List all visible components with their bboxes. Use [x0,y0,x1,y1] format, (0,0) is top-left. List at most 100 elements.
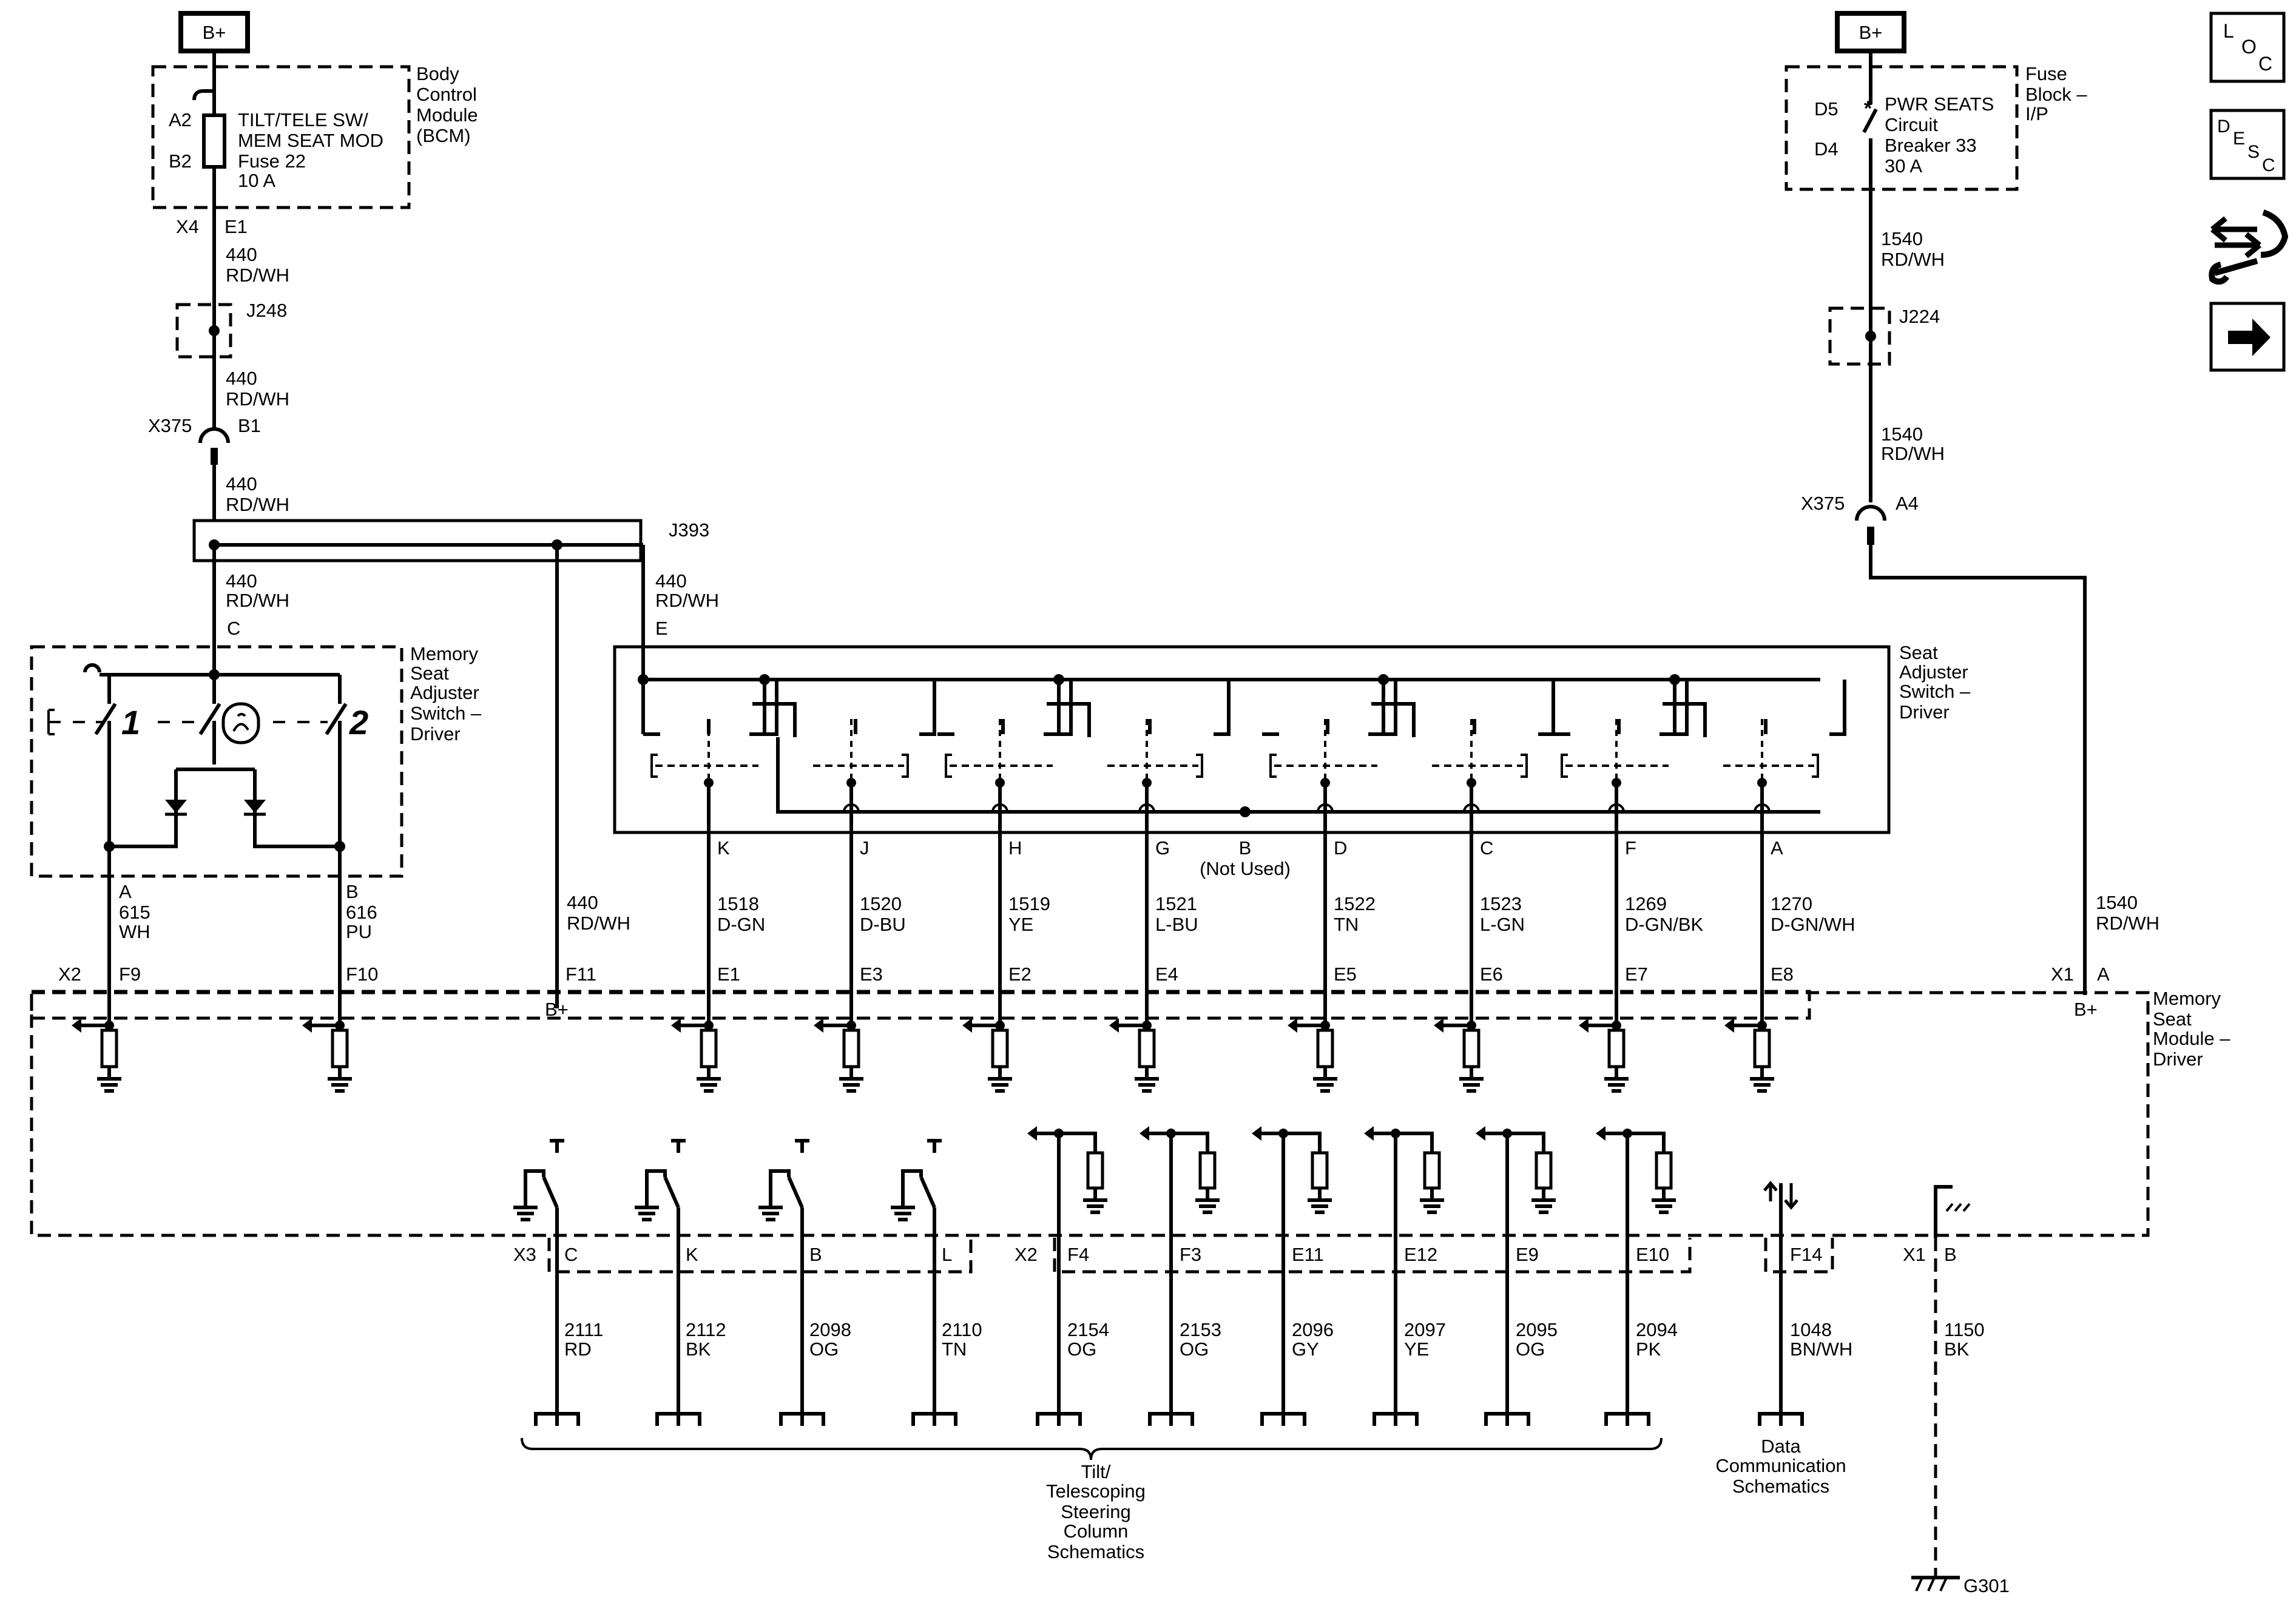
seat-pin-letter: J [860,837,869,859]
svg-text:C: C [2258,53,2272,75]
tools-icon[interactable] [2209,209,2289,285]
svg-text:Telescoping: Telescoping [1046,1480,1146,1502]
svg-text:440: 440 [226,473,257,495]
svg-text:X2: X2 [1015,1244,1038,1265]
x2-pin: E10 [1636,1244,1669,1265]
svg-text:D5: D5 [1814,98,1838,120]
seat-pin-circuit: 1520 [860,893,902,914]
x3-circuit: 2112 [686,1319,726,1340]
circuit-breaker-icon [1862,67,1878,189]
pin-e1: E1 [225,216,248,237]
svg-text:Tilt/: Tilt/ [1081,1461,1111,1482]
memory-button-1[interactable]: 1 [121,703,140,741]
seat-pin-circuit: 1521 [1155,893,1197,914]
svg-text:615: 615 [119,902,150,923]
svg-text:TILT/TELE SW/: TILT/TELE SW/ [238,109,368,130]
memory-button-2[interactable]: 2 [349,703,368,741]
svg-text:Seat: Seat [1899,642,1938,663]
seat-pin-letter: G [1155,837,1170,859]
x2-circuit: 2096 [1292,1319,1334,1340]
fuse-22-label: TILT/TELE SW/ MEM SEAT MOD Fuse 22 10 A [238,109,383,191]
j248-label: J248 [246,300,287,321]
seat-pin-color: L-BU [1155,914,1198,935]
svg-text:1540: 1540 [2096,892,2138,913]
x2-pin-label: E3 [860,964,883,985]
x2-pin: E9 [1516,1244,1539,1265]
seat-pin-circuit: 1269 [1625,893,1667,914]
ground-line: X1 B 1150 BK G301 [1903,1185,2010,1596]
input-sense-7 [1288,1008,1337,1093]
x2-color: OG [1067,1338,1096,1360]
svg-text:440: 440 [226,570,257,592]
svg-text:Switch –: Switch – [410,703,482,724]
x2-pin-label: E6 [1480,964,1503,985]
svg-text:B+: B+ [545,999,569,1020]
seat-pin-color: L-GN [1480,914,1525,935]
x2-pin: E12 [1404,1244,1437,1265]
svg-text:RD/WH: RD/WH [1881,443,1945,464]
x2-pin-label: E7 [1625,964,1648,985]
seat-switch-pins: K1518D-GNE1J1520D-BUE3H1519YEE2G1521L-BU… [704,719,1855,1025]
svg-text:RD/WH: RD/WH [655,590,719,611]
svg-text:440: 440 [226,368,257,389]
b-plus-right: B+ [1835,11,1906,53]
x375-a4-connector [1855,505,1886,521]
x2-color: PK [1636,1338,1661,1360]
memory-module-box [30,991,2150,1237]
desc-button[interactable]: D E S C [2209,109,2286,180]
diode-right-icon [244,800,266,813]
bcm-label: Body Control Module (BCM) [416,63,478,146]
svg-text:Block –: Block – [2025,84,2087,105]
input-sense-4 [814,1008,863,1093]
svg-text:Memory: Memory [410,643,478,664]
seat-pin-color: D-BU [860,914,906,935]
svg-text:Switch –: Switch – [1899,681,1971,702]
svg-text:Module: Module [416,104,478,126]
seat-pin-letter: H [1008,837,1022,859]
svg-text:L: L [2223,20,2234,42]
input-sense-6 [1109,1008,1159,1093]
pin-b-unused: B [1239,837,1252,859]
svg-text:Data: Data [1761,1436,1801,1457]
x2-circuit: 2095 [1516,1319,1558,1340]
input-sense-9 [1579,1008,1629,1093]
svg-text:WH: WH [119,921,150,942]
svg-text:A4: A4 [1896,493,1919,514]
svg-text:B1: B1 [238,415,261,436]
x375-b1-connector [198,427,230,444]
memory-switch-box [30,645,403,878]
breaker-33-label: PWR SEATS Circuit Breaker 33 30 A [1885,93,1994,177]
seat-switch-contacts [643,674,1846,778]
svg-text:X1: X1 [1903,1244,1926,1265]
input-sense-2 [302,1008,352,1093]
ground-g301-label: G301 [1963,1575,2010,1596]
pin-b2: B2 [169,150,192,172]
memory-set-icon[interactable] [221,702,260,744]
loc-button[interactable]: L O C [2209,12,2286,83]
memory-switch-label: Memory Seat Adjuster Switch – Driver [410,643,482,744]
svg-text:X375: X375 [1801,493,1845,514]
seat-pin-color: YE [1008,914,1033,935]
svg-text:Column: Column [1064,1521,1129,1542]
x2-circuit: 2097 [1404,1319,1446,1340]
next-arrow-button[interactable] [2209,302,2286,372]
svg-text:Control: Control [416,84,477,105]
x3-color: TN [942,1338,967,1360]
svg-text:F10: F10 [346,964,378,985]
svg-text:B+: B+ [1859,22,1883,43]
svg-text:PU: PU [346,921,372,942]
svg-text:Adjuster: Adjuster [410,682,479,703]
x2-pin: F4 [1067,1244,1089,1265]
svg-text:X2: X2 [58,964,81,985]
svg-text:Body: Body [416,63,459,84]
svg-text:B: B [346,881,359,902]
seat-pin-letter: C [1480,837,1493,859]
